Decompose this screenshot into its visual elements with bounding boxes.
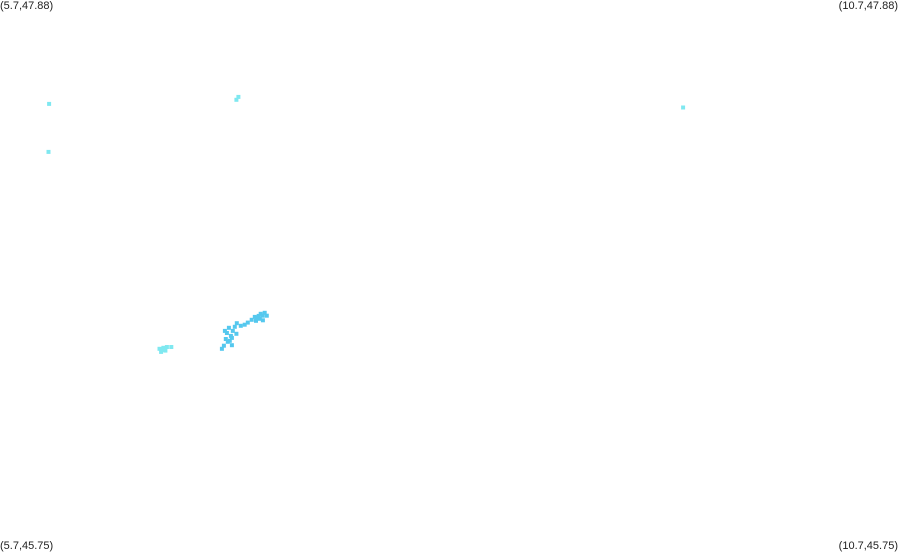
map-point [260,318,265,323]
map-point [169,345,174,349]
map-point [264,313,269,318]
map-point [224,331,229,335]
map-point [229,335,234,340]
map-point [219,346,224,351]
corner-label-bottom-right: (10.7,45.75) [838,540,898,552]
map-point [232,324,237,329]
map-point [47,101,52,106]
map-point [46,149,51,154]
map-point [230,328,235,333]
map-point [234,331,239,336]
map-point [163,348,168,353]
corner-label-bottom-left: (5.7,45.75) [0,540,54,552]
map-point [245,320,250,325]
map-point [164,345,169,349]
map-point [161,345,166,350]
map-point [223,337,228,341]
map-point [262,310,267,315]
map-point [257,316,262,321]
map-point [252,314,257,319]
map-point [260,313,265,318]
map-point [159,349,164,354]
map-point [254,318,258,323]
map-point [229,343,234,348]
corner-label-top-left: (5.7,47.88) [0,0,54,12]
map-point [681,105,686,110]
map-point [157,346,162,351]
corner-label-top-right: (10.7,47.88) [838,0,898,12]
map-point [234,321,239,326]
map-point [238,323,243,328]
map-point [234,97,239,102]
map-point [222,328,227,333]
map-point [221,343,226,348]
map-point [226,325,231,330]
map-point [227,338,232,343]
map-point [236,94,241,99]
map-point [242,322,247,327]
map-point [256,313,261,318]
map-point [249,317,254,322]
